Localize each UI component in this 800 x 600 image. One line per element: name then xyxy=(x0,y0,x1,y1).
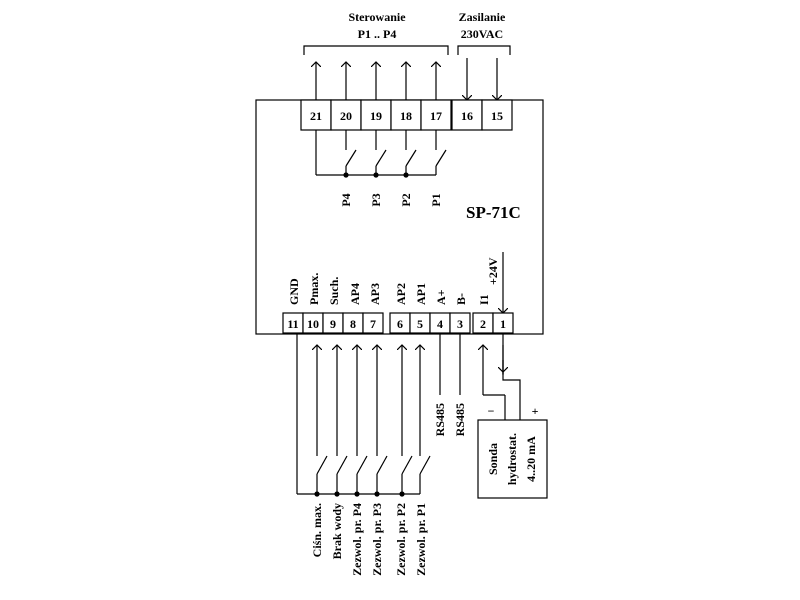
sensor-line2: hydrostat. xyxy=(505,433,519,485)
func-label-ap2: AP2 xyxy=(394,283,408,305)
rs485-wiring xyxy=(439,333,461,395)
relay-label-p2: P2 xyxy=(399,193,413,206)
zasilanie-bracket xyxy=(457,45,511,55)
sterowanie-bracket xyxy=(303,45,449,55)
relay-contacts xyxy=(315,130,447,178)
bottom-terminal-8: 8 xyxy=(350,317,356,331)
terminal-function-labels: GND Pmax. Such. AP4 AP3 AP2 AP1 A+ B- I1… xyxy=(287,257,500,305)
bottom-terminal-3: 3 xyxy=(457,317,463,331)
func-label-ap3: AP3 xyxy=(368,283,382,305)
sterowanie-range: P1 .. P4 xyxy=(358,27,397,41)
func-label-ap4: AP4 xyxy=(348,283,362,305)
device-name: SP-71C xyxy=(466,203,521,222)
relay-label-p4: P4 xyxy=(339,193,353,206)
top-terminal-15: 15 xyxy=(491,109,503,123)
func-label-such: Such. xyxy=(327,277,341,305)
sensor-minus: − xyxy=(488,404,495,418)
input-label-cisn-max: Ciśn. max. xyxy=(310,503,324,557)
sensor-line3: 4..20 mA xyxy=(524,436,538,482)
bottom-terminal-10: 10 xyxy=(307,317,319,331)
device-outline xyxy=(255,99,544,335)
bottom-terminal-4: 4 xyxy=(437,317,443,331)
func-label-gnd: GND xyxy=(287,278,301,305)
top-terminal-20: 20 xyxy=(340,109,352,123)
zasilanie-voltage: 230VAC xyxy=(461,27,503,41)
func-label-b-minus: B- xyxy=(454,293,468,305)
bottom-terminal-2: 2 xyxy=(480,317,486,331)
func-label-pmax: Pmax. xyxy=(307,273,321,305)
control-output-arrows xyxy=(316,62,436,102)
sensor-box xyxy=(477,419,548,499)
zasilanie-title: Zasilanie xyxy=(459,10,506,24)
top-terminal-19: 19 xyxy=(370,109,382,123)
top-terminal-17: 17 xyxy=(430,109,442,123)
bottom-terminal-block: 11 10 9 8 7 6 5 4 3 2 1 xyxy=(282,312,514,334)
sensor-wiring xyxy=(483,333,521,420)
func-label-a-plus: A+ xyxy=(434,289,448,305)
external-input-wiring xyxy=(296,333,431,497)
sensor-line1: Sonda xyxy=(486,443,500,475)
input-label-brak-wody: Brak wody xyxy=(330,503,344,559)
relay-label-p1: P1 xyxy=(429,193,443,206)
power-input-arrows xyxy=(467,58,497,100)
bottom-terminal-1: 1 xyxy=(500,317,506,331)
rs485-label-b: RS485 xyxy=(453,403,467,436)
input-label-zezwol-p4: Zezwol. pr. P4 xyxy=(350,503,364,576)
func-label-i1: I1 xyxy=(477,294,491,305)
bottom-terminal-9: 9 xyxy=(330,317,336,331)
func-label-ap1: AP1 xyxy=(414,283,428,305)
bottom-terminal-5: 5 xyxy=(417,317,423,331)
top-terminal-18: 18 xyxy=(400,109,412,123)
func-label-24v: +24V xyxy=(486,257,500,285)
top-terminal-block: 21 20 19 18 17 16 15 xyxy=(300,99,513,131)
bottom-terminal-7: 7 xyxy=(370,317,376,331)
top-terminal-16: 16 xyxy=(461,109,473,123)
bottom-terminal-11: 11 xyxy=(287,317,298,331)
sensor-plus: + xyxy=(532,404,539,418)
input-label-zezwol-p2: Zezwol. pr. P2 xyxy=(394,503,408,576)
sterowanie-title: Sterowanie xyxy=(348,10,406,24)
bottom-terminal-6: 6 xyxy=(397,317,403,331)
relay-label-p3: P3 xyxy=(369,193,383,206)
input-label-zezwol-p1: Zezwol. pr. P1 xyxy=(414,503,428,576)
input-label-zezwol-p3: Zezwol. pr. P3 xyxy=(370,503,384,576)
top-terminal-21: 21 xyxy=(310,109,322,123)
rs485-label-a: RS485 xyxy=(433,403,447,436)
